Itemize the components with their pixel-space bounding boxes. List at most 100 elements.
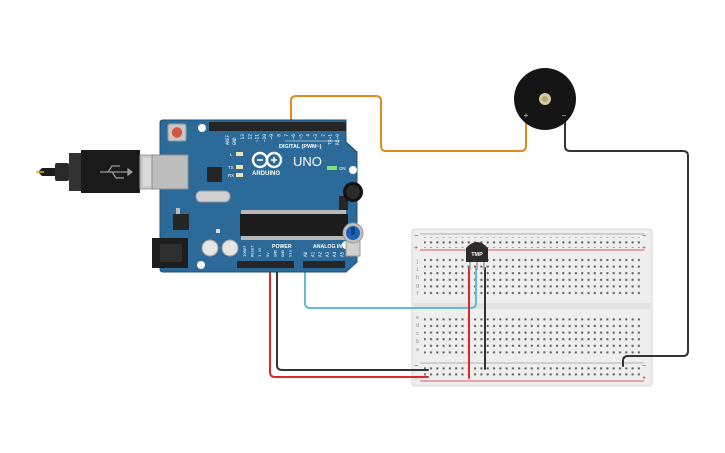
pin-label: 7 bbox=[284, 134, 290, 137]
rail-plus-bottom: + bbox=[414, 375, 418, 382]
rail-minus-top: − bbox=[414, 233, 418, 240]
buzzer-plus-label: + bbox=[524, 111, 529, 120]
pin-label: ~10 bbox=[262, 134, 268, 143]
atmega-chip bbox=[240, 210, 348, 240]
led-l bbox=[236, 152, 243, 156]
icsp-header[interactable] bbox=[339, 196, 348, 210]
led-on-label: ON bbox=[339, 166, 346, 171]
capacitor bbox=[221, 239, 239, 257]
wire-red-5v[interactable] bbox=[269, 265, 429, 378]
pin-label: 4 bbox=[306, 134, 312, 137]
row-label-j: j bbox=[416, 259, 419, 265]
analog-label: ANALOG IN bbox=[313, 244, 342, 250]
pin-label: GND bbox=[280, 249, 285, 257]
pin-label: ~11 bbox=[255, 134, 261, 143]
pin-label: A3 bbox=[325, 251, 331, 257]
wire-orange[interactable] bbox=[290, 95, 527, 152]
aref-label: AREF bbox=[225, 134, 230, 145]
led-rx bbox=[236, 173, 243, 177]
wire-black-gnd[interactable] bbox=[276, 265, 429, 371]
pin-label: A5 bbox=[340, 251, 346, 257]
pin-label: 5V bbox=[265, 252, 270, 257]
led-tx bbox=[236, 165, 243, 169]
rail-minus-bottom: − bbox=[414, 363, 418, 370]
usb-symbol-icon bbox=[100, 165, 133, 179]
pin-label: 8 bbox=[277, 134, 283, 137]
power-label: POWER bbox=[272, 244, 292, 250]
breadboard: − + − + j i h g f e d c b a − + − + bbox=[411, 228, 653, 387]
bottom-power-rail[interactable] bbox=[424, 366, 640, 378]
pin-label: IOREF bbox=[242, 245, 247, 257]
crystal bbox=[195, 190, 231, 203]
usb-chip bbox=[207, 167, 222, 182]
row-label-e: e bbox=[416, 315, 419, 321]
pin-label: 2 bbox=[320, 134, 326, 137]
brand-label: ARDUINO bbox=[252, 171, 280, 177]
pin-label: 13 bbox=[240, 134, 246, 140]
terminal-strip-bottom[interactable] bbox=[424, 314, 640, 354]
arduino-logo: ARDUINO bbox=[251, 151, 283, 177]
pin-label: ~3 bbox=[313, 134, 319, 140]
pin-label: A4 bbox=[332, 251, 338, 257]
pin-label: A0 bbox=[303, 251, 309, 257]
rail-minus-bottom-right: − bbox=[642, 363, 646, 370]
power-header[interactable] bbox=[237, 261, 294, 268]
row-label-h: h bbox=[416, 275, 419, 281]
led-l-label: L bbox=[230, 152, 233, 157]
pin-label: A1 bbox=[310, 251, 316, 257]
analog-header[interactable] bbox=[303, 261, 345, 268]
capacitor bbox=[201, 239, 219, 257]
sensor-label: TMP bbox=[471, 252, 483, 258]
pin-label: ~5 bbox=[298, 134, 304, 140]
pin-label: GND bbox=[272, 249, 277, 257]
pin-label: RX←0 bbox=[335, 134, 341, 145]
usb-jack bbox=[151, 154, 189, 190]
piezo-buzzer[interactable]: + − bbox=[514, 68, 576, 130]
row-label-c: c bbox=[416, 331, 419, 337]
led-tx-label: TX bbox=[228, 165, 234, 170]
temperature-sensor[interactable]: TMP bbox=[466, 242, 488, 270]
rail-minus-top-right: − bbox=[642, 233, 646, 240]
terminal-strip-top[interactable] bbox=[424, 258, 640, 298]
pin-label: A2 bbox=[318, 251, 324, 257]
microphone-sensor[interactable] bbox=[343, 182, 363, 202]
led-rx-label: RX bbox=[228, 173, 234, 178]
wire-cyan-a0[interactable] bbox=[304, 265, 477, 309]
row-label-b: b bbox=[416, 339, 419, 345]
mount-hole bbox=[349, 166, 357, 174]
pin-label: 3.3V bbox=[257, 247, 262, 257]
rail-plus-top: + bbox=[414, 245, 418, 252]
pin-label: ~9 bbox=[269, 134, 275, 140]
mount-hole bbox=[198, 124, 206, 132]
potentiometer[interactable] bbox=[342, 222, 364, 257]
pin-label: RESET bbox=[250, 245, 255, 257]
pin-label: Vin bbox=[288, 250, 293, 257]
buzzer-minus-label: − bbox=[562, 111, 567, 120]
row-label-i: i bbox=[416, 267, 419, 273]
led-on bbox=[327, 166, 337, 170]
digital-label: DIGITAL (PWM~) bbox=[279, 144, 322, 150]
row-label-g: g bbox=[416, 283, 419, 289]
pin-label: ~6 bbox=[291, 134, 297, 140]
regulator bbox=[173, 214, 189, 230]
reset-button[interactable] bbox=[167, 123, 187, 142]
power-jack bbox=[152, 238, 188, 268]
wire-black-buzzer[interactable] bbox=[564, 117, 689, 367]
rail-plus-top-right: + bbox=[642, 245, 646, 252]
gnd-top-label: GND bbox=[232, 137, 237, 145]
model-label: UNO bbox=[293, 154, 322, 169]
pin-label: TX→1 bbox=[328, 134, 334, 145]
digital-header[interactable] bbox=[209, 122, 346, 131]
top-power-rail[interactable] bbox=[424, 237, 640, 248]
mount-hole bbox=[197, 261, 205, 269]
rail-plus-bottom-right: + bbox=[642, 375, 646, 382]
row-label-d: d bbox=[416, 323, 419, 329]
row-label-a: a bbox=[416, 347, 419, 353]
row-label-f: f bbox=[416, 291, 419, 297]
pin-label: 12 bbox=[247, 134, 253, 140]
